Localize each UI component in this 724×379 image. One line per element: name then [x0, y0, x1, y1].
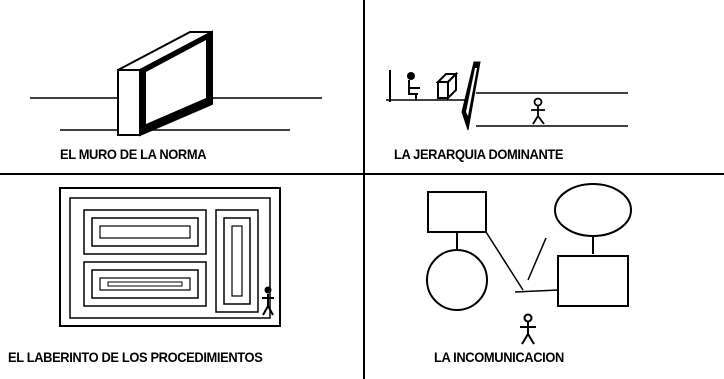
wall-icon [30, 30, 322, 137]
maze-icon [59, 187, 281, 327]
panel-caption-muro: EL MURO DE LA NORMA [60, 146, 207, 162]
disconnected-shapes-icon [426, 183, 632, 345]
panel-caption-incomunicacion: LA INCOMUNICACION [434, 349, 564, 365]
panel-caption-jerarquia: LA JERARQUIA DOMINANTE [394, 146, 564, 162]
panel-caption-laberinto: EL LABERINTO DE LOS PROCEDIMIENTOS [8, 349, 263, 365]
hierarchy-barrier-icon [386, 61, 628, 131]
